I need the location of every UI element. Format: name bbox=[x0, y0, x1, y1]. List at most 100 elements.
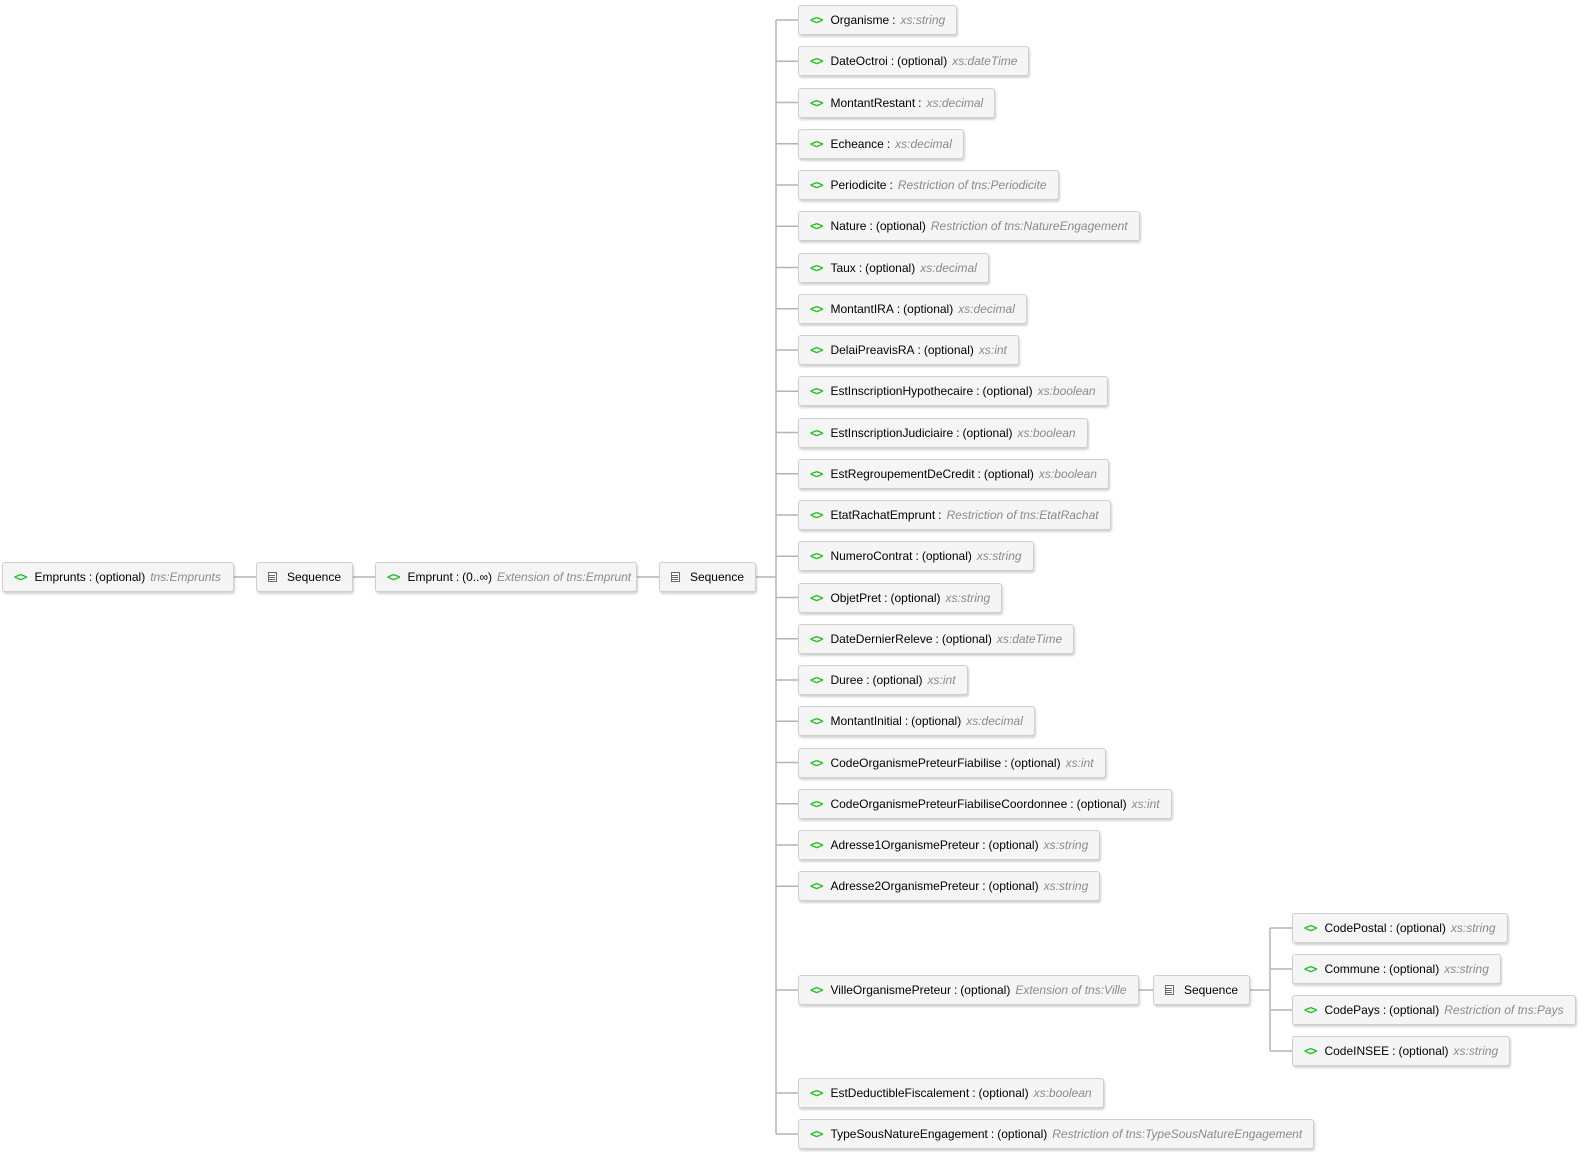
child-element-delaipreavisra[interactable]: <>DelaiPreavisRA:(optional)xs:int bbox=[798, 335, 1019, 365]
separator: : bbox=[858, 260, 863, 275]
element-name: TypeSousNatureEngagement bbox=[830, 1127, 988, 1141]
separator: : bbox=[896, 301, 901, 316]
occurrence: (0..∞) bbox=[462, 570, 493, 584]
element-type: Restriction of tns:NatureEngagement bbox=[930, 219, 1128, 234]
sequence-node[interactable]: Sequence bbox=[256, 562, 353, 592]
child-element-periodicite[interactable]: <>Periodicite:Restriction of tns:Periodi… bbox=[798, 170, 1059, 200]
element-icon: <> bbox=[810, 549, 823, 564]
child-element-numerocontrat[interactable]: <>NumeroContrat:(optional)xs:string bbox=[798, 541, 1034, 572]
element-name: Organisme bbox=[830, 13, 890, 27]
occurrence: (optional) bbox=[911, 714, 962, 729]
element-type: xs:string bbox=[900, 13, 946, 27]
element-emprunt[interactable]: <>Emprunt:(0..∞)Extension of tns:Emprunt bbox=[375, 562, 637, 592]
child-element-organisme[interactable]: <>Organisme:xs:string bbox=[798, 5, 958, 35]
element-type: Extension of tns:Ville bbox=[1015, 983, 1127, 997]
child-element-adresse2organismepreteur[interactable]: <>Adresse2OrganismePreteur:(optional)xs:… bbox=[798, 871, 1101, 902]
child-element-echeance[interactable]: <>Echeance:xs:decimal bbox=[798, 128, 964, 159]
child-element-adresse1organismepreteur[interactable]: <>Adresse1OrganismePreteur:(optional)xs:… bbox=[798, 830, 1101, 860]
sequence-label: Sequence bbox=[286, 570, 341, 584]
element-name: CodeOrganismePreteurFiabiliseCoordonnee bbox=[830, 796, 1068, 811]
element-type: xs:decimal bbox=[966, 714, 1023, 729]
occurrence: (optional) bbox=[988, 838, 1039, 852]
child-element-villeorganismepreteur[interactable]: <>VilleOrganismePreteur:(optional)Extens… bbox=[798, 975, 1139, 1005]
child-element-etatrachatemprunt[interactable]: <>EtatRachatEmprunt:Restriction of tns:E… bbox=[798, 500, 1111, 530]
element-name: EstInscriptionHypothecaire bbox=[830, 384, 974, 399]
element-name: CodePays bbox=[1324, 1003, 1380, 1017]
element-name: CodeINSEE bbox=[1324, 1044, 1390, 1058]
element-type: xs:decimal bbox=[895, 136, 952, 151]
occurrence: (optional) bbox=[897, 54, 948, 69]
ville-element-codepostal[interactable]: <>CodePostal:(optional)xs:string bbox=[1292, 913, 1508, 943]
occurrence: (optional) bbox=[988, 879, 1039, 894]
element-icon: <> bbox=[1304, 1003, 1317, 1017]
separator: : bbox=[1382, 1003, 1387, 1017]
element-icon: <> bbox=[1304, 1044, 1317, 1058]
child-element-estregroupementdecredit[interactable]: <>EstRegroupementDeCredit:(optional)xs:b… bbox=[798, 458, 1109, 489]
element-name: DateOctroi bbox=[830, 54, 888, 69]
element-type: Restriction of tns:TypeSousNatureEngagem… bbox=[1052, 1127, 1303, 1141]
child-element-nature[interactable]: <>Nature:(optional)Restriction of tns:Na… bbox=[798, 211, 1140, 242]
separator: : bbox=[915, 549, 919, 564]
ville-element-codeinsee[interactable]: <>CodeINSEE:(optional)xs:string bbox=[1292, 1036, 1511, 1066]
occurrence: (optional) bbox=[921, 549, 972, 564]
separator: : bbox=[1389, 921, 1393, 935]
separator: : bbox=[917, 343, 921, 357]
element-icon: <> bbox=[810, 260, 823, 275]
element-name: Adresse1OrganismePreteur bbox=[830, 838, 980, 852]
element-icon: <> bbox=[14, 570, 27, 584]
element-type: xs:string bbox=[1453, 1044, 1499, 1058]
element-type: xs:int bbox=[1131, 796, 1160, 811]
element-name: DelaiPreavisRA bbox=[830, 343, 915, 357]
child-element-dateoctroi[interactable]: <>DateOctroi:(optional)xs:dateTime bbox=[798, 46, 1030, 77]
child-element-codeorganismepreteurfiabilisecoordonnee[interactable]: <>CodeOrganismePreteurFiabiliseCoordonne… bbox=[798, 788, 1172, 819]
element-icon: <> bbox=[810, 631, 823, 646]
element-type: xs:string bbox=[1444, 962, 1489, 976]
child-element-typesousnatureengagement[interactable]: <>TypeSousNatureEngagement:(optional)Res… bbox=[798, 1119, 1315, 1149]
occurrence: (optional) bbox=[1395, 921, 1446, 935]
separator: : bbox=[918, 95, 922, 110]
child-element-duree[interactable]: <>Duree:(optional)xs:int bbox=[798, 665, 968, 695]
element-name: Periodicite bbox=[830, 178, 887, 192]
child-element-estdeductiblefiscalement[interactable]: <>EstDeductibleFiscalement:(optional)xs:… bbox=[798, 1078, 1104, 1108]
child-element-montantira[interactable]: <>MontantIRA:(optional)xs:decimal bbox=[798, 293, 1027, 324]
element-type: xs:boolean bbox=[1017, 425, 1076, 440]
separator: : bbox=[1070, 796, 1074, 811]
element-icon: <> bbox=[1304, 921, 1317, 935]
child-element-taux[interactable]: <>Taux:(optional)xs:decimal bbox=[798, 252, 989, 283]
element-type: xs:string bbox=[1450, 921, 1496, 935]
element-type: xs:decimal bbox=[926, 95, 984, 110]
sequence-node[interactable]: Sequence bbox=[659, 562, 756, 592]
child-element-montantrestant[interactable]: <>MontantRestant:xs:decimal bbox=[798, 87, 996, 118]
element-icon: <> bbox=[810, 879, 823, 894]
child-element-estinscriptionjudiciaire[interactable]: <>EstInscriptionJudiciaire:(optional)xs:… bbox=[798, 417, 1088, 448]
separator: : bbox=[455, 570, 460, 584]
element-icon: <> bbox=[387, 570, 400, 584]
element-icon: <> bbox=[810, 219, 823, 234]
element-name: Nature bbox=[830, 219, 867, 234]
separator: : bbox=[886, 136, 891, 151]
child-element-montantinitial[interactable]: <>MontantInitial:(optional)xs:decimal bbox=[798, 706, 1035, 737]
element-icon: <> bbox=[810, 425, 823, 440]
element-type: xs:string bbox=[976, 549, 1022, 564]
separator: : bbox=[892, 13, 896, 27]
child-element-datedernierreleve[interactable]: <>DateDernierReleve:(optional)xs:dateTim… bbox=[798, 623, 1075, 654]
occurrence: (optional) bbox=[872, 673, 923, 687]
sequence-node[interactable]: Sequence bbox=[1153, 975, 1250, 1005]
child-element-estinscriptionhypothecaire[interactable]: <>EstInscriptionHypothecaire:(optional)x… bbox=[798, 376, 1108, 407]
element-name: DateDernierReleve bbox=[830, 631, 933, 646]
element-type: xs:int bbox=[927, 673, 956, 687]
element-type: xs:boolean bbox=[1038, 466, 1097, 481]
child-element-codeorganismepreteurfiabilise[interactable]: <>CodeOrganismePreteurFiabilise:(optiona… bbox=[798, 747, 1106, 778]
child-element-objetpret[interactable]: <>ObjetPret:(optional)xs:string bbox=[798, 582, 1003, 613]
element-name: VilleOrganismePreteur bbox=[830, 983, 951, 997]
ville-element-commune[interactable]: <>Commune:(optional)xs:string bbox=[1292, 954, 1501, 984]
occurrence: (optional) bbox=[875, 219, 926, 234]
root-element-emprunts[interactable]: <>Emprunts:(optional)tns:Emprunts bbox=[2, 562, 234, 592]
separator: : bbox=[1004, 755, 1008, 770]
separator: : bbox=[884, 590, 888, 605]
occurrence: (optional) bbox=[1398, 1044, 1449, 1058]
sequence-icon bbox=[1165, 985, 1174, 995]
ville-element-codepays[interactable]: <>CodePays:(optional)Restriction of tns:… bbox=[1292, 995, 1576, 1025]
separator: : bbox=[904, 714, 909, 729]
element-name: Echeance bbox=[830, 136, 884, 151]
